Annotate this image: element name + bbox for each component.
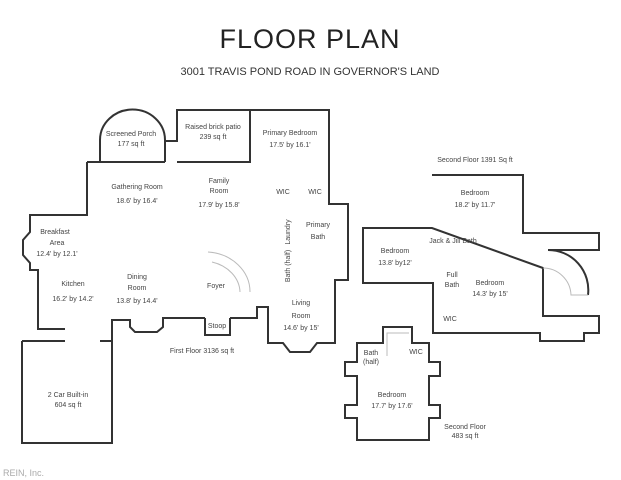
floor-label: First Floor 3136 sq ft	[170, 348, 234, 355]
room-label: Kitchen	[61, 281, 84, 288]
floor-label: Second Floor 1391 Sq ft	[437, 157, 513, 164]
room-label: Foyer	[207, 283, 226, 290]
room-label: WIC	[443, 316, 457, 323]
room-label: Bedroom	[381, 248, 410, 255]
room-label: Jack & Jill Bath	[429, 238, 477, 245]
room-label: Bath	[311, 234, 326, 241]
second-floor-stair-rail	[547, 248, 590, 296]
room-label: Area	[50, 240, 65, 247]
room-label: Bath (half)	[285, 250, 292, 282]
room-label: Bedroom	[378, 392, 407, 399]
room-label: Bedroom	[461, 190, 490, 197]
room-size: 13.8' by 14.4'	[116, 298, 157, 305]
room-label: WIC	[308, 189, 322, 196]
room-label: Family	[209, 178, 230, 185]
foyer-stair	[207, 251, 251, 293]
second-floor-main: Second Floor 1391 Sq ft Bedroom 18.2' by…	[362, 157, 600, 342]
room-label: (half)	[363, 359, 379, 366]
plan-title: FLOOR PLAN	[219, 24, 400, 54]
first-floor-outline	[22, 109, 349, 353]
room-size: 12.4' by 12.1'	[36, 251, 77, 258]
room-label: WIC	[409, 349, 423, 356]
stoop-wall	[204, 318, 231, 336]
room-label: 2 Car Built-in	[48, 392, 89, 399]
first-floor: Screened Porch 177 sq ft Raised brick pa…	[21, 108, 349, 444]
room-label: Bedroom	[476, 280, 505, 287]
second-floor-small-stair	[386, 332, 409, 356]
room-size: 604 sq ft	[55, 402, 82, 409]
room-size: 17.9' by 15.8'	[198, 202, 239, 209]
room-label: Room	[210, 188, 229, 195]
room-size: 16.2' by 14.2'	[52, 296, 93, 303]
room-label: Room	[292, 313, 311, 320]
room-label: Bath	[364, 350, 379, 357]
room-size: 239 sq ft	[200, 134, 227, 141]
room-size: 13.8' by12'	[378, 260, 411, 267]
room-size: 177 sq ft	[118, 141, 145, 148]
room-label: Breakfast	[40, 229, 70, 236]
room-label: Full	[446, 272, 458, 279]
room-label: Stoop	[208, 323, 226, 330]
second-floor-small: Bath (half) WIC Bedroom 17.7' by 17.6' S…	[344, 326, 486, 441]
second-floor-outline	[362, 174, 600, 342]
room-size: 17.5' by 16.1'	[269, 142, 310, 149]
room-size: 14.3' by 15'	[472, 291, 507, 298]
room-label: Screened Porch	[106, 131, 156, 138]
room-label: Dining	[127, 274, 147, 281]
room-label: WIC	[276, 189, 290, 196]
room-label: Bath	[445, 282, 460, 289]
room-size: 17.7' by 17.6'	[371, 403, 412, 410]
room-label: Room	[128, 285, 147, 292]
garage-wall	[21, 340, 113, 444]
room-label: Living	[292, 300, 310, 307]
room-size: 18.6' by 16.4'	[116, 198, 157, 205]
room-label: Primary Bedroom	[263, 130, 318, 137]
room-label: Primary	[306, 222, 331, 229]
address: 3001 TRAVIS POND ROAD IN GOVERNOR'S LAND	[180, 66, 439, 78]
room-size: 14.6' by 15'	[283, 325, 318, 332]
second-floor-stair	[542, 267, 588, 296]
room-size: 18.2' by 11.7'	[455, 202, 496, 209]
floor-label: 483 sq ft	[452, 433, 479, 440]
room-label: Raised brick patio	[185, 124, 241, 131]
room-label: Laundry	[285, 219, 292, 245]
watermark: REIN, Inc.	[3, 468, 44, 478]
second-floor-small-outline	[344, 326, 441, 441]
floor-label: Second Floor	[444, 424, 486, 431]
screened-porch-wall	[99, 108, 166, 162]
room-label: Gathering Room	[111, 184, 163, 191]
